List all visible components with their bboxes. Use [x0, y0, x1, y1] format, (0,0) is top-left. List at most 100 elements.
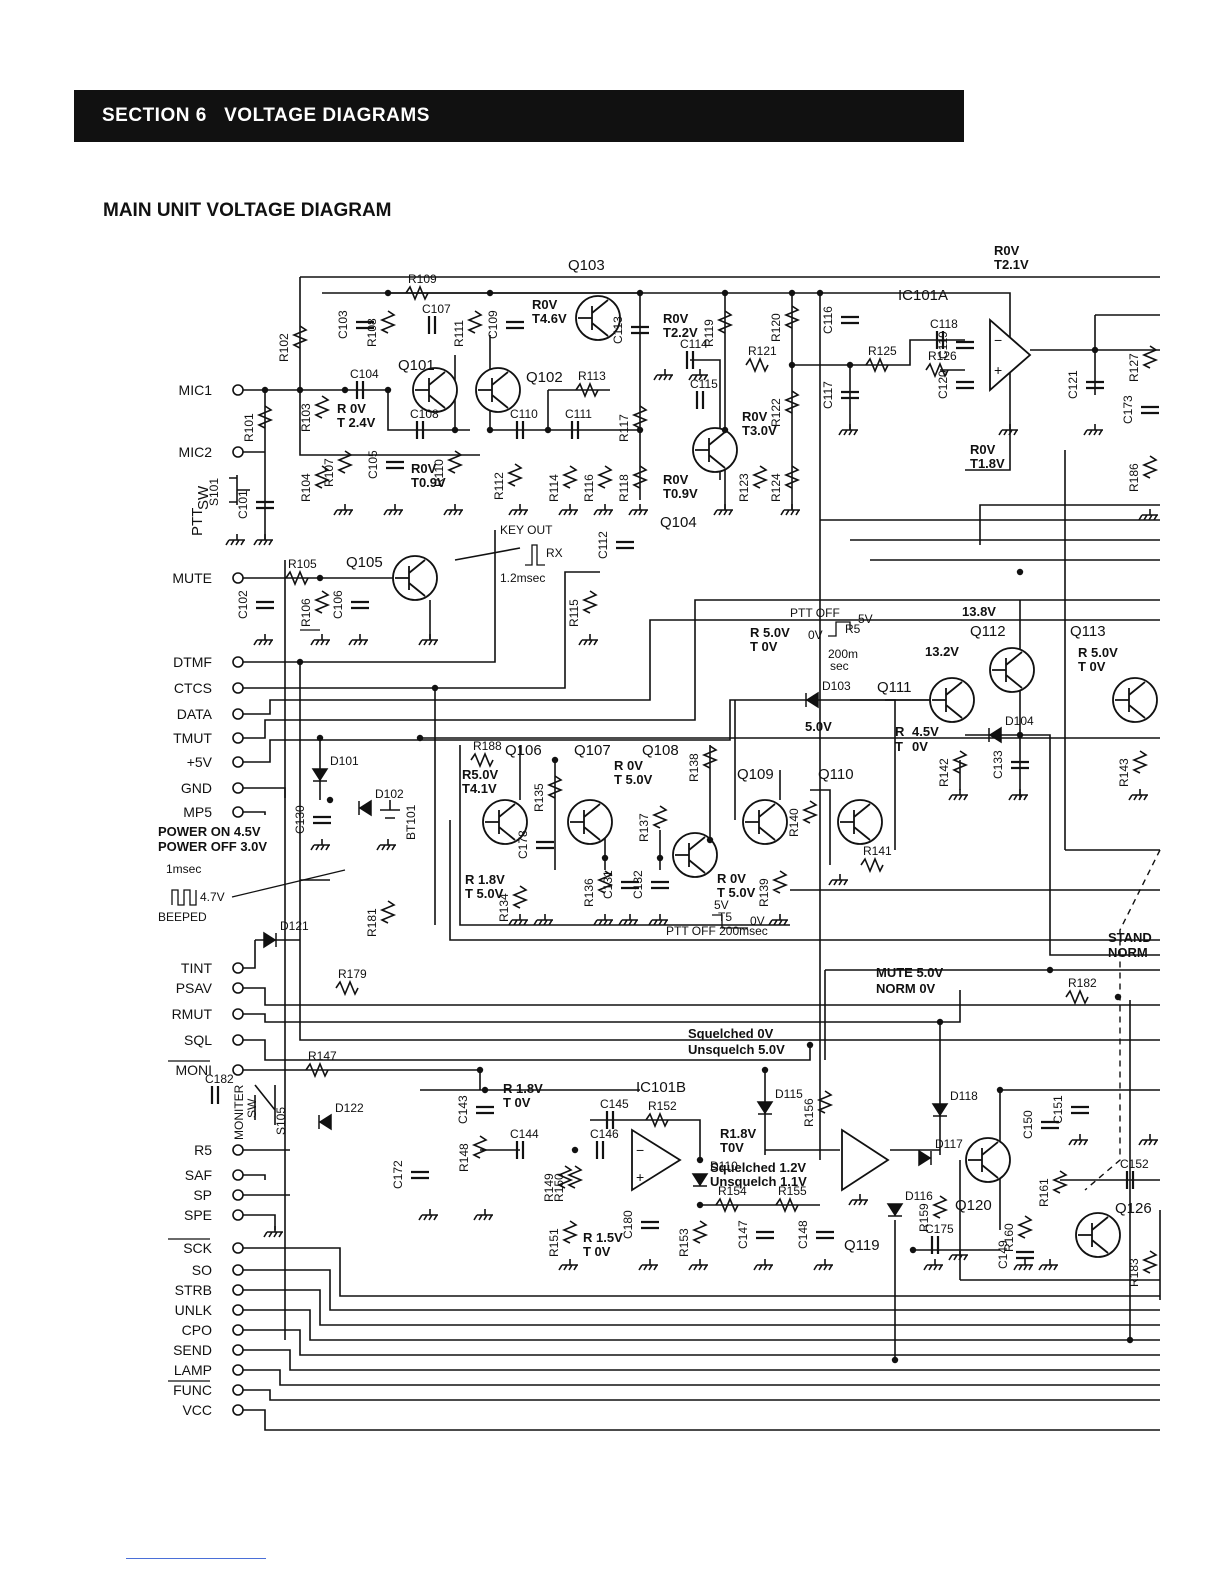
c111-capacitor — [570, 421, 580, 439]
ic101a-plus-sign: + — [994, 362, 1002, 378]
c146-label: C146 — [590, 1127, 619, 1141]
c113-capacitor — [631, 325, 649, 335]
r186-resistor — [1141, 455, 1159, 479]
q108-leads — [675, 836, 706, 874]
q111-voltage-r: R — [895, 724, 905, 739]
q108-voltage-t: T 5.0V — [717, 885, 756, 900]
pin-terminal-rmut — [232, 1008, 244, 1020]
beep-level-label: 4.7V — [200, 890, 225, 904]
ground-symbol — [813, 1259, 833, 1271]
r160-label: R160 — [1002, 1223, 1016, 1252]
junction-dot — [636, 426, 644, 434]
c110-capacitor — [515, 421, 525, 439]
c180-label: C180 — [621, 1210, 635, 1239]
c144-capacitor — [515, 1141, 525, 1159]
c173-capacitor — [1141, 405, 1159, 415]
ic101a-opamp — [989, 318, 1032, 392]
ground-symbol — [578, 634, 598, 646]
pin-label-moni: MONI — [175, 1062, 212, 1078]
r159-resistor — [931, 1195, 949, 1219]
junction-dot — [416, 734, 424, 742]
r135-label: R135 — [532, 783, 546, 812]
ground-symbol — [348, 634, 368, 646]
c114-capacitor — [685, 351, 695, 369]
c133-label: C133 — [991, 750, 1005, 779]
resistor-symbols: R101R102R103R104R105R106R107R108R109R110… — [242, 272, 1159, 1287]
q108-label: Q108 — [642, 742, 679, 759]
r103-label: R103 — [299, 403, 313, 432]
beeped-label: BEEPED — [158, 910, 207, 924]
ground-symbol — [558, 1259, 578, 1271]
r107-resistor — [336, 450, 354, 474]
c121-label: C121 — [1066, 370, 1080, 399]
ic101a-top-voltage-r: R0V — [994, 243, 1020, 258]
c104-label: C104 — [350, 367, 379, 381]
r127-label: R127 — [1127, 353, 1141, 382]
c173-label: C173 — [1121, 395, 1135, 424]
r111-label: R111 — [452, 320, 466, 347]
ic101b-label: IC101B — [636, 1079, 686, 1096]
junction-dot — [706, 836, 714, 844]
key-out-waveform — [525, 544, 545, 566]
q111-voltage-t-value: 0V — [912, 739, 928, 754]
q111-label: Q111 — [877, 679, 911, 696]
r5-line-voltage-t: T 0V — [750, 639, 778, 654]
r134-resistor — [511, 885, 529, 909]
pin-label-saf: SAF — [185, 1167, 212, 1183]
q101-base-voltage-t: T 2.4V — [337, 415, 376, 430]
c182-capacitor — [210, 1086, 220, 1104]
c180-capacitor — [641, 1220, 659, 1230]
pin-label-gnd: GND — [181, 780, 212, 796]
r156-resistor — [816, 1090, 834, 1114]
q101-base-voltage-r: R 0V — [337, 401, 366, 416]
junction-dot — [996, 1086, 1004, 1094]
junction-dot — [1016, 731, 1024, 739]
d103-label: D103 — [822, 679, 851, 693]
ground-symbol — [618, 914, 638, 926]
r188-label: R188 — [473, 739, 502, 753]
pin-label-unlk: UNLK — [175, 1302, 213, 1318]
ground-symbol — [648, 914, 668, 926]
ground-symbol — [1128, 789, 1148, 801]
ptt2-waveform — [712, 914, 748, 929]
r106-label: R106 — [299, 598, 313, 627]
r137-label: R137 — [637, 813, 651, 842]
junction-dot — [721, 426, 729, 434]
r103-resistor — [313, 395, 331, 419]
r102-label: R102 — [277, 333, 291, 362]
q106-leads — [485, 803, 516, 841]
pin-terminal-so — [232, 1264, 244, 1276]
c105-label: C105 — [366, 450, 380, 479]
ptt2-0v-label: 0V — [750, 914, 765, 928]
r183-label: R183 — [1127, 1258, 1141, 1287]
c117-label: C117 — [821, 381, 835, 409]
ptt-r5-label: R5 — [845, 622, 861, 636]
r139-resistor — [771, 870, 789, 894]
r137-resistor — [651, 805, 669, 829]
d118-label: D118 — [950, 1089, 978, 1103]
ptt-200-label: 200m — [828, 647, 858, 661]
r113-resistor — [575, 381, 599, 399]
c115-label: C115 — [690, 377, 718, 391]
junction-dot — [341, 386, 349, 394]
pin-label-mic2: MIC2 — [179, 444, 213, 460]
pin-label-dtmf: DTMF — [173, 654, 212, 670]
c116-label: C116 — [821, 306, 835, 334]
r155-label: R155 — [778, 1184, 807, 1198]
r127-resistor — [1141, 345, 1159, 369]
pin-terminal-gnd — [232, 782, 244, 794]
c101-label: C101 — [236, 490, 250, 519]
ptt-off-label: PTT OFF — [790, 606, 840, 620]
r105-label: R105 — [288, 557, 317, 571]
ptt2-5v-label: 5V — [714, 898, 729, 912]
q112-voltage-b: 13.2V — [925, 644, 959, 659]
pin-terminal-ctcs — [232, 682, 244, 694]
junction-dot — [1114, 993, 1122, 1001]
r113-label: R113 — [578, 369, 606, 383]
ground-symbol — [998, 424, 1018, 436]
q103-voltage-r: R0V — [663, 311, 689, 326]
d122-diode — [318, 1113, 332, 1131]
q113-label: Q113 — [1070, 623, 1106, 640]
ptt-switch-sw-label: SW — [195, 485, 212, 510]
